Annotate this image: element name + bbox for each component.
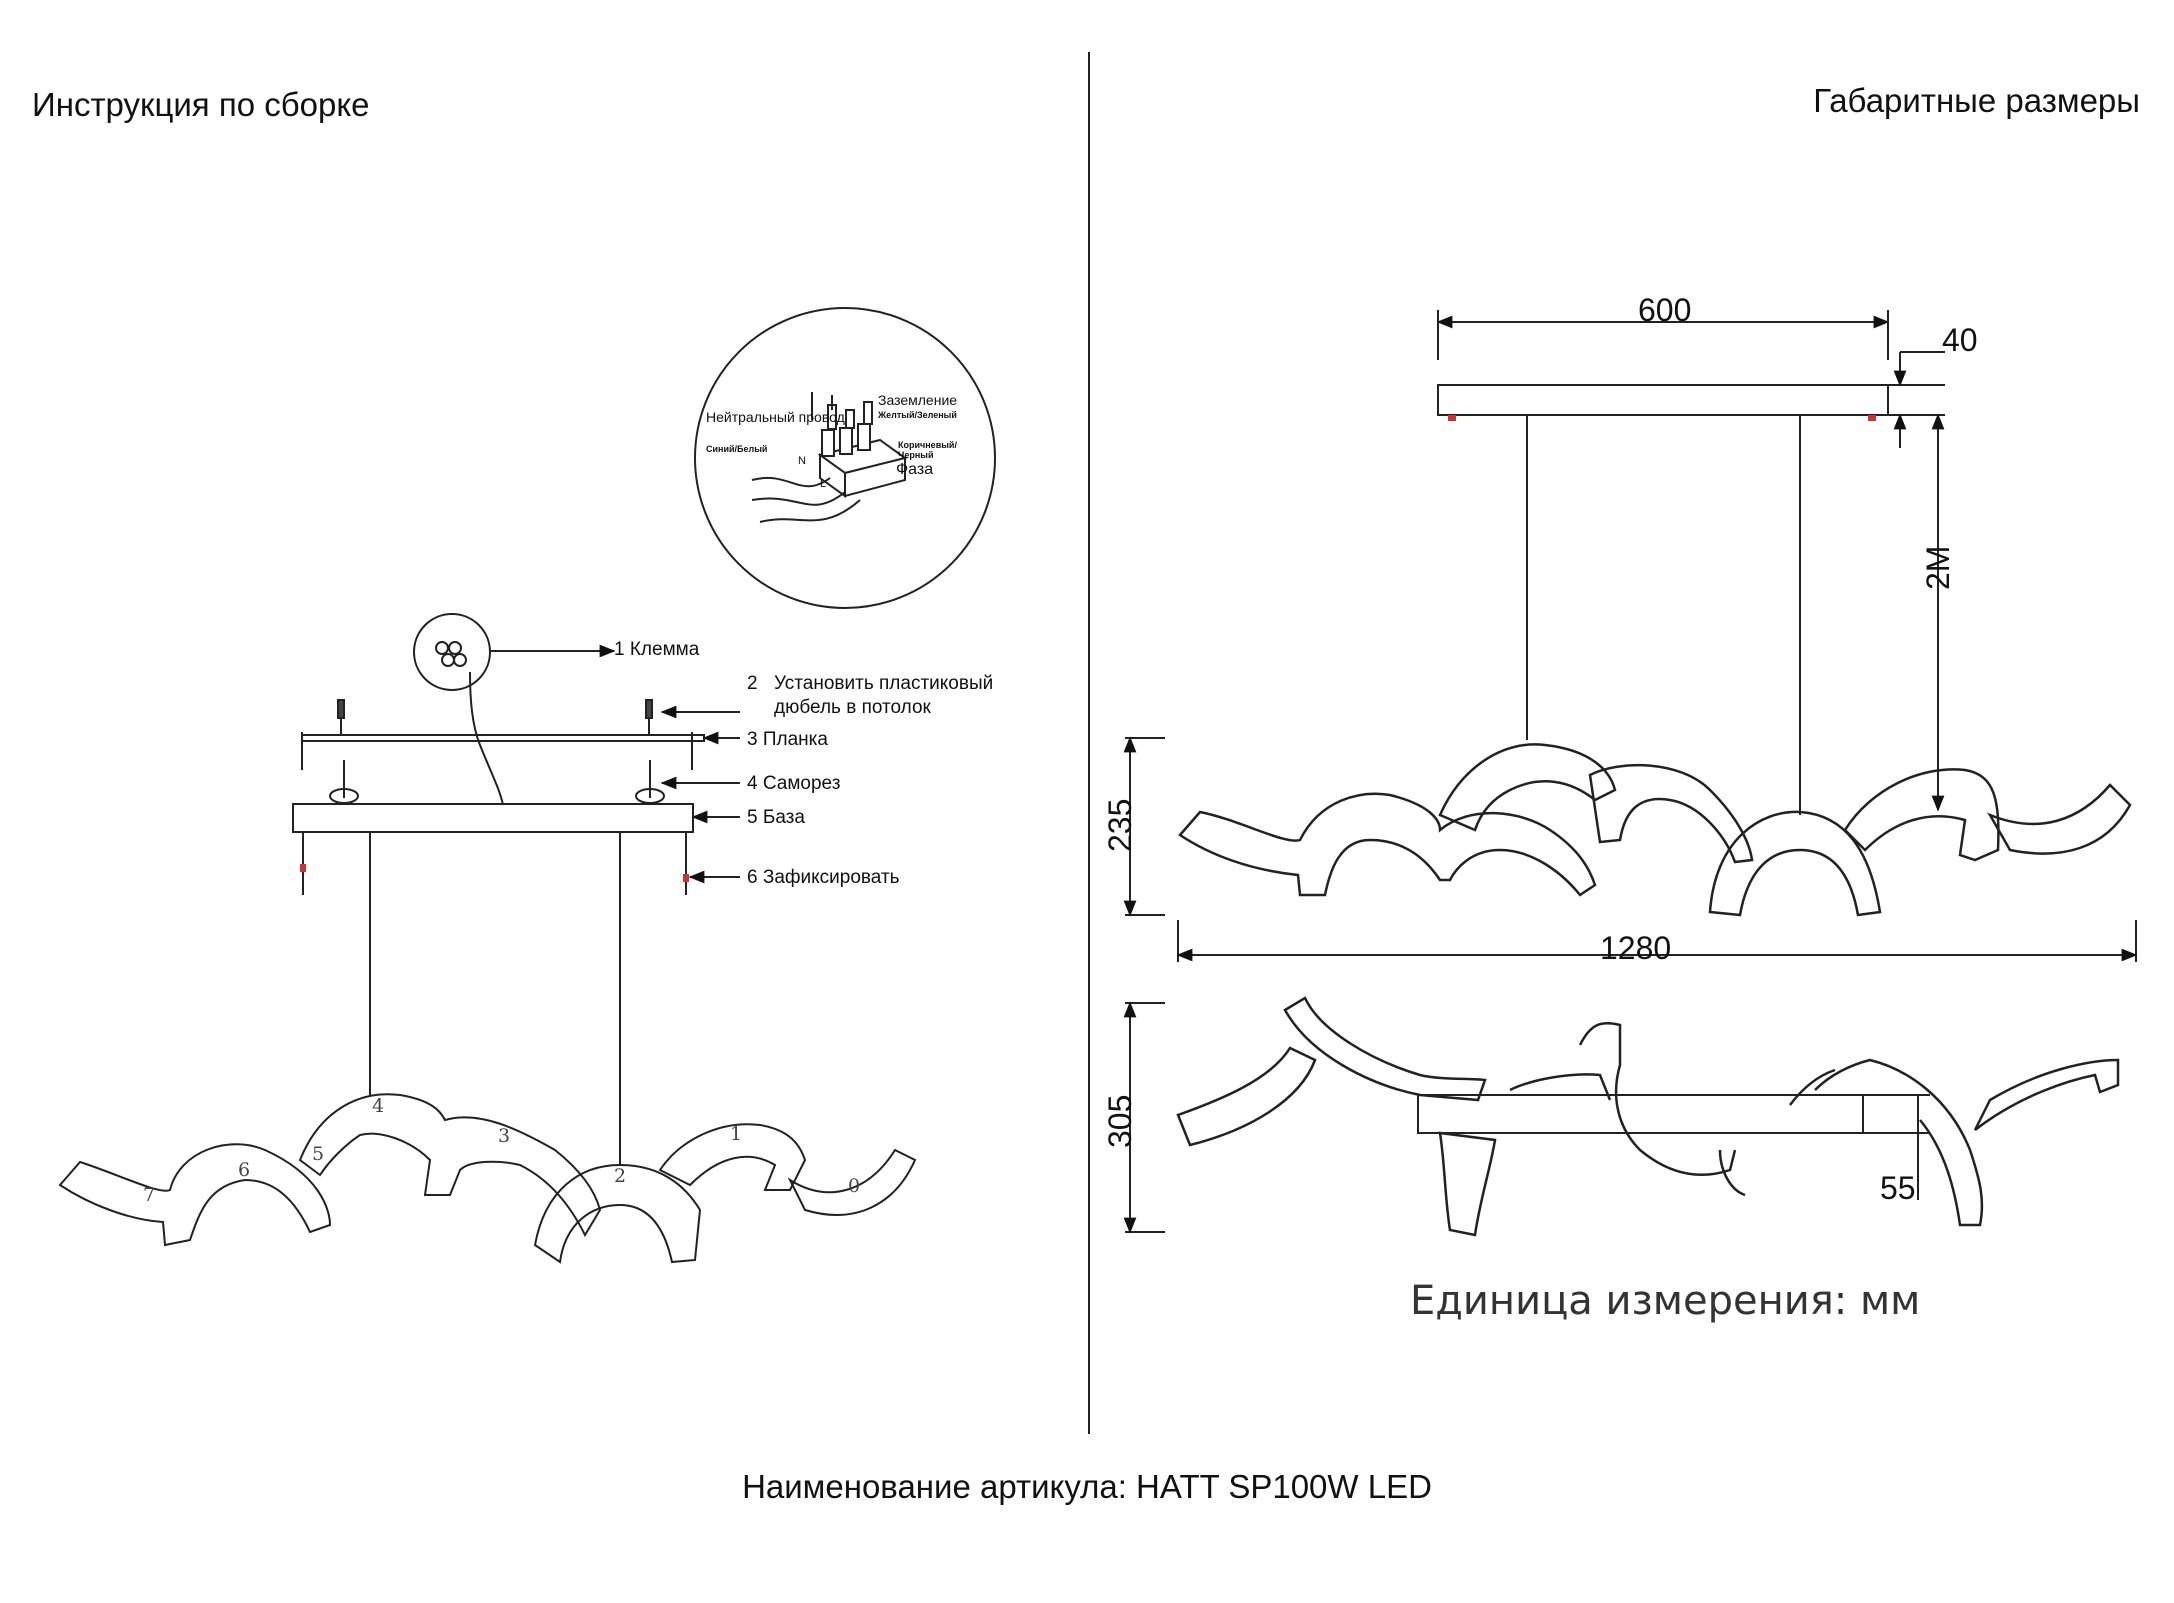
- assembly-lamp: [58, 1093, 917, 1264]
- dim-base-height: 40: [1942, 322, 1978, 358]
- plank-bar: [301, 734, 705, 742]
- base-block: [292, 803, 694, 833]
- step-text: База: [762, 807, 805, 828]
- dim-base-depth: 55: [1880, 1170, 1916, 1206]
- step-text: Саморез: [762, 773, 841, 794]
- wiring-phase-color: Коричневый/Черный: [898, 440, 957, 460]
- front-base: [1437, 384, 1889, 416]
- wiring-detail-circle: [694, 307, 996, 609]
- dim-width-top: 600: [1638, 292, 1692, 328]
- segment-number: 5: [312, 1143, 324, 1165]
- wire-path: [469, 671, 504, 806]
- segment-number: 2: [614, 1165, 626, 1187]
- segment-number: 6: [238, 1159, 250, 1181]
- step-2: 2: [747, 672, 758, 696]
- wiring-detail: [694, 307, 996, 609]
- step-number: 1: [614, 639, 625, 660]
- segment-number: 3: [498, 1125, 510, 1147]
- segment-number: 4: [372, 1095, 384, 1117]
- top-view-base: [1417, 1094, 1864, 1134]
- wiring-ground-color: Желтый/Зеленый: [878, 410, 957, 420]
- segment-number: 7: [143, 1184, 155, 1206]
- step-1: 1 Клемма: [614, 638, 699, 662]
- step-number: 3: [747, 729, 758, 750]
- wiring-neutral-color: Синий/Белый: [706, 444, 768, 454]
- wiring-ground-label: Заземление: [878, 392, 958, 408]
- step-text: Планка: [762, 729, 828, 750]
- dim-lamp-height: 235: [1102, 798, 1138, 852]
- dim-cable: 2M: [1920, 545, 1956, 590]
- dim-total-length: 1280: [1600, 930, 1672, 966]
- segment-number: 1: [730, 1123, 742, 1145]
- dimensions-title: Габаритные размеры: [1813, 82, 2140, 119]
- top-view: [1123, 1001, 1930, 1234]
- step-number: 6: [747, 867, 758, 888]
- assembly-title: Инструкция по сборке: [32, 86, 370, 123]
- top-lamp: [1176, 996, 2120, 1237]
- front-lamp: [1178, 743, 2132, 917]
- segment-number: 0: [848, 1175, 860, 1197]
- step-6: 6 Зафиксировать: [747, 866, 900, 890]
- step-4: 4 Саморез: [747, 772, 840, 796]
- step-number: 5: [747, 807, 758, 828]
- step-3: 3 Планка: [747, 728, 828, 752]
- step-2-text: Установить пластиковый дюбель в потолок: [774, 673, 994, 718]
- front-view: [1123, 310, 2138, 962]
- wiring-neutral-label: Нейтральный провод: [706, 409, 845, 425]
- step-number: 2: [747, 673, 758, 694]
- article-name: Наименование артикула: HATT SP100W LED: [742, 1468, 1432, 1505]
- step-5: 5 База: [747, 806, 805, 830]
- wiring-phase-label: Фаза: [896, 461, 934, 478]
- unit-note: Единица измерения: мм: [1410, 1278, 1921, 1324]
- assembly-drawing: [292, 613, 740, 1165]
- dim-depth: 305: [1102, 1094, 1138, 1148]
- step-text: Зафиксировать: [762, 867, 900, 888]
- step-number: 4: [747, 773, 758, 794]
- wiring-letter: L: [820, 478, 827, 490]
- step-text: Клемма: [629, 639, 700, 660]
- wiring-letter: N: [798, 455, 806, 467]
